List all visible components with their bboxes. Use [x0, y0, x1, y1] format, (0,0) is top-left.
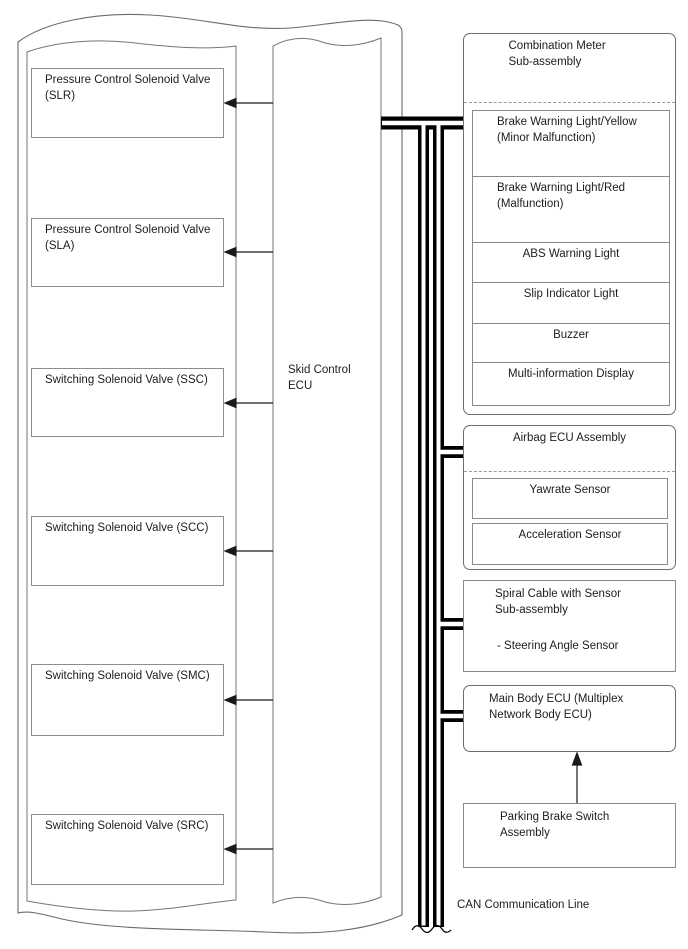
meter-item-row: Brake Warning Light/Red (Malfunction) — [473, 177, 669, 243]
arrowhead-slr — [223, 97, 237, 109]
meter-item-row: ABS Warning Light — [473, 243, 669, 283]
solenoid-box-src: Switching Solenoid Valve (SRC) — [31, 814, 224, 885]
combination-meter-box: Combination Meter Sub-assembly Brake War… — [463, 33, 676, 415]
yawrate-sensor-box: Yawrate Sensor — [472, 478, 668, 519]
parking-brake-label: Parking Brake Switch Assembly — [500, 811, 610, 839]
combination-meter-item-stack: Brake Warning Light/Yellow (Minor Malfun… — [472, 110, 670, 406]
airbag-ecu-divider — [464, 471, 675, 472]
skid-control-ecu-label: Skid Control ECU — [288, 364, 351, 392]
can-communication-line-label: CAN Communication Line — [457, 899, 590, 911]
parking-brake-arrowhead — [571, 751, 583, 766]
meter-item-row: Slip Indicator Light — [473, 283, 669, 324]
solenoid-label: Switching Solenoid Valve (SSC) — [45, 374, 208, 386]
arrowhead-smc — [223, 694, 237, 706]
meter-item-row: Buzzer — [473, 324, 669, 363]
spiral-cable-title: Spiral Cable with Sensor Sub-assembly — [495, 588, 621, 616]
arrowhead-sla — [223, 246, 237, 258]
skid-control-ecu-outline — [272, 37, 382, 905]
solenoid-label: Switching Solenoid Valve (SCC) — [45, 522, 209, 534]
solenoid-label: Pressure Control Solenoid Valve (SLA) — [45, 224, 211, 252]
main-body-ecu-box: Main Body ECU (Multiplex Network Body EC… — [463, 685, 676, 752]
arrowhead-ssc — [223, 397, 237, 409]
airbag-ecu-title: Airbag ECU Assembly — [512, 432, 627, 444]
solenoid-label: Switching Solenoid Valve (SRC) — [45, 820, 209, 832]
steering-angle-sensor-label: - Steering Angle Sensor — [497, 640, 619, 652]
spiral-cable-box: Spiral Cable with Sensor Sub-assembly - … — [463, 580, 676, 672]
solenoid-box-ssc: Switching Solenoid Valve (SSC) — [31, 368, 224, 437]
solenoid-label: Pressure Control Solenoid Valve (SLR) — [45, 74, 211, 102]
solenoid-box-sla: Pressure Control Solenoid Valve (SLA) — [31, 218, 224, 287]
meter-item-row: Multi-information Display — [508, 368, 634, 380]
acceleration-sensor-box: Acceleration Sensor — [472, 523, 668, 565]
main-body-ecu-label: Main Body ECU (Multiplex Network Body EC… — [489, 693, 624, 721]
solenoid-box-scc: Switching Solenoid Valve (SCC) — [31, 516, 224, 586]
combination-meter-title: Combination Meter Sub-assembly — [508, 40, 606, 68]
solenoid-box-slr: Pressure Control Solenoid Valve (SLR) — [31, 68, 224, 138]
airbag-ecu-box: Airbag ECU Assembly Yawrate Sensor Accel… — [463, 425, 676, 570]
arrowhead-src — [223, 843, 237, 855]
meter-item-row: Brake Warning Light/Yellow (Minor Malfun… — [473, 111, 669, 177]
combination-meter-divider — [464, 102, 675, 103]
solenoid-label: Switching Solenoid Valve (SMC) — [45, 670, 210, 682]
parking-brake-box: Parking Brake Switch Assembly — [463, 803, 676, 868]
solenoid-group-outline — [26, 40, 237, 912]
arrowhead-scc — [223, 545, 237, 557]
solenoid-box-smc: Switching Solenoid Valve (SMC) — [31, 664, 224, 736]
can-bus-torn-end — [411, 924, 452, 934]
